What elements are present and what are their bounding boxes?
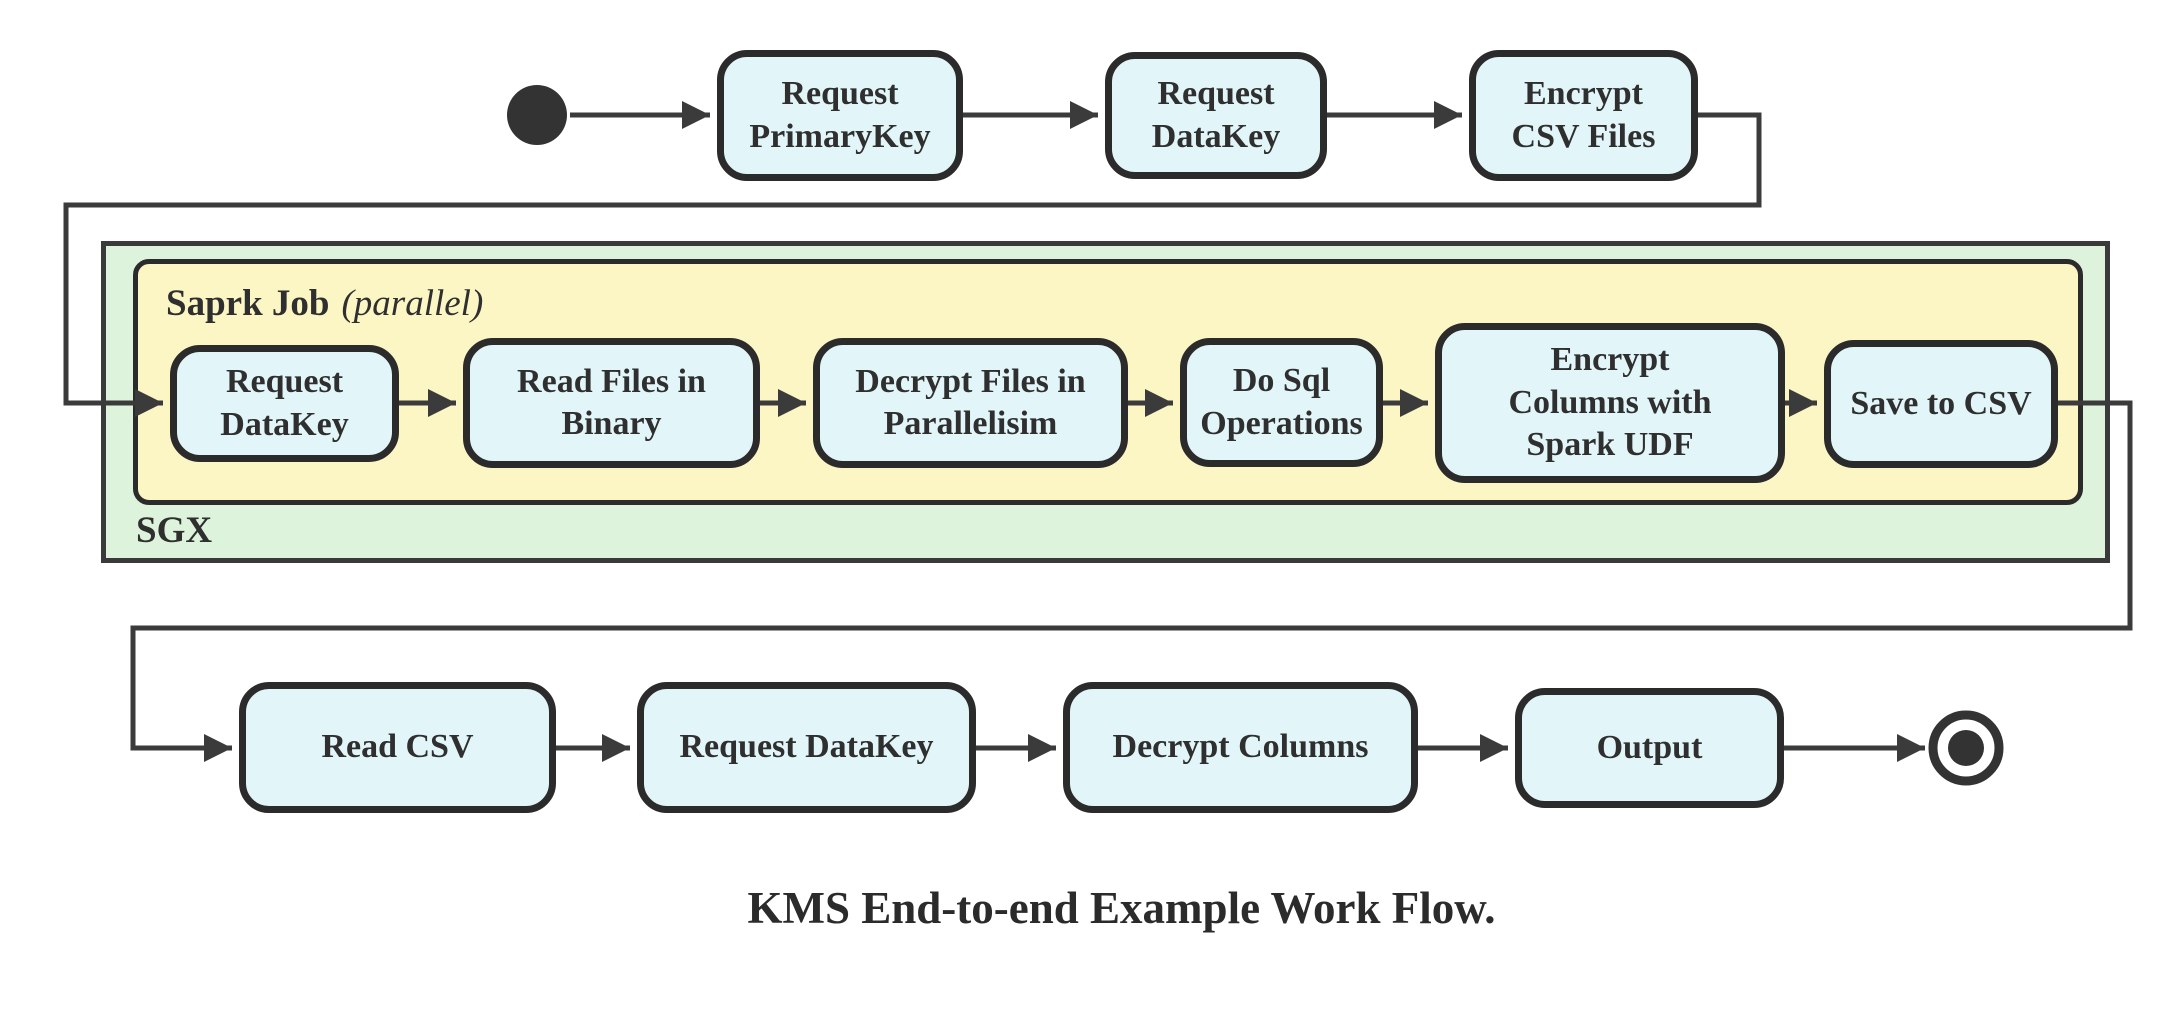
node-request-primarykey: Request PrimaryKey — [717, 50, 963, 181]
node-encrypt-columns-with-spark-udf: Encrypt Columns with Spark UDF — [1435, 323, 1785, 483]
node-do-sql-operations: Do Sql Operations — [1180, 338, 1383, 467]
node-decrypt-files-in-parallelisim: Decrypt Files in Parallelisim — [813, 338, 1128, 468]
node-decrypt-columns: Decrypt Columns — [1063, 682, 1418, 813]
node-read-files-in-binary: Read Files in Binary — [463, 338, 760, 468]
spark-job-qualifier: (parallel) — [341, 283, 484, 324]
edge-encrypt-csv-to-sgx-request-datakey — [63, 112, 1762, 417]
node-request-datakey-bottom: Request DataKey — [637, 682, 976, 813]
node-request-datakey-top: Request DataKey — [1105, 52, 1327, 179]
end-node-ring — [1928, 710, 2004, 786]
start-node — [507, 85, 567, 145]
node-save-to-csv: Save to CSV — [1824, 340, 2058, 468]
spark-job-label: Saprk Job (parallel) — [166, 282, 483, 325]
node-read-csv: Read CSV — [239, 682, 556, 813]
node-output: Output — [1515, 688, 1784, 808]
edge-save-csv-to-read-csv — [130, 400, 2133, 762]
spark-job-title: Saprk Job — [166, 283, 330, 324]
sgx-label: SGX — [136, 510, 213, 551]
end-node — [1928, 710, 2004, 786]
end-node-dot — [1948, 730, 1984, 766]
diagram-caption: KMS End-to-end Example Work Flow. — [747, 883, 1496, 933]
node-encrypt-csv-files: Encrypt CSV Files — [1469, 50, 1698, 181]
node-sgx-request-datakey: Request DataKey — [170, 345, 399, 462]
